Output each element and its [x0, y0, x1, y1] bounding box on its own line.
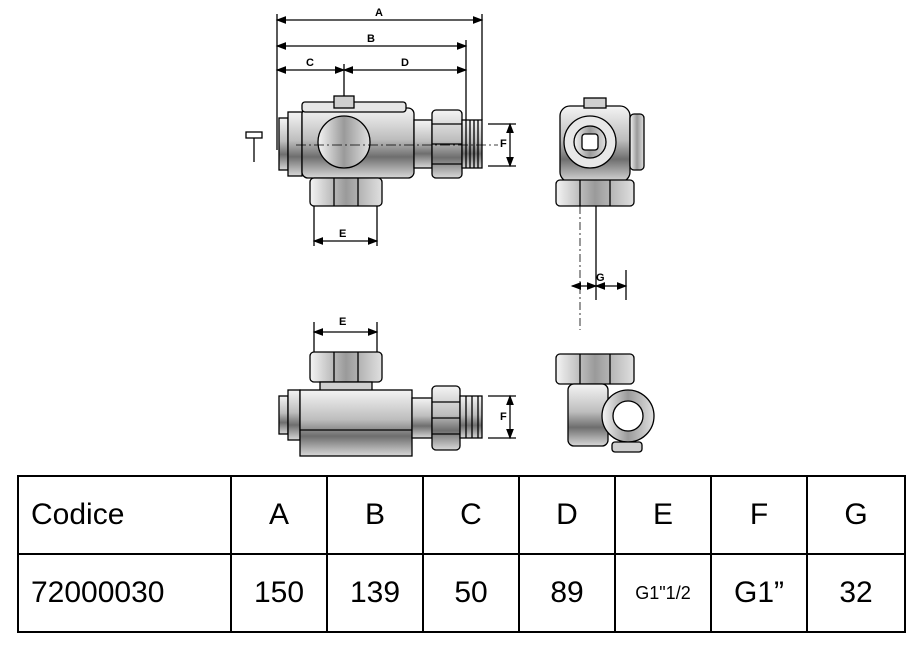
dim-label-e-top: E — [339, 316, 346, 328]
dim-label-c: C — [306, 57, 314, 69]
header-cell-d: D — [518, 475, 616, 555]
cell-e: G1"1/2 — [614, 553, 712, 633]
dim-label-e-front: E — [339, 228, 346, 240]
dim-label-d: D — [401, 57, 409, 69]
dimensions-table: Codice A B C D E F G 72000030 150 139 50… — [17, 475, 906, 633]
cell-codice: 72000030 — [17, 553, 232, 633]
dim-label-f-front: F — [500, 138, 507, 150]
dim-label-b: B — [367, 33, 375, 45]
front-view — [245, 14, 516, 246]
header-cell-e: E — [614, 475, 712, 555]
header-cell-b: B — [326, 475, 424, 555]
cell-b: 139 — [326, 553, 424, 633]
table-header-row: Codice A B C D E F G — [17, 475, 906, 555]
side-view — [555, 97, 645, 330]
bottom-view — [555, 353, 655, 453]
dim-label-f-top: F — [500, 411, 507, 423]
dim-label-a: A — [375, 7, 383, 19]
cell-d: 89 — [518, 553, 616, 633]
header-cell-f: F — [710, 475, 808, 555]
header-cell-c: C — [422, 475, 520, 555]
table-row: 72000030 150 139 50 89 G1"1/2 G1” 32 — [17, 553, 906, 633]
cell-g: 32 — [806, 553, 906, 633]
header-cell-codice: Codice — [17, 475, 232, 555]
technical-drawing: A B C D F E G E F — [245, 7, 655, 457]
header-cell-a: A — [230, 475, 328, 555]
top-view — [278, 322, 516, 457]
header-cell-g: G — [806, 475, 906, 555]
cell-f: G1” — [710, 553, 808, 633]
cell-a: 150 — [230, 553, 328, 633]
cell-c: 50 — [422, 553, 520, 633]
dim-label-g: G — [596, 272, 605, 284]
